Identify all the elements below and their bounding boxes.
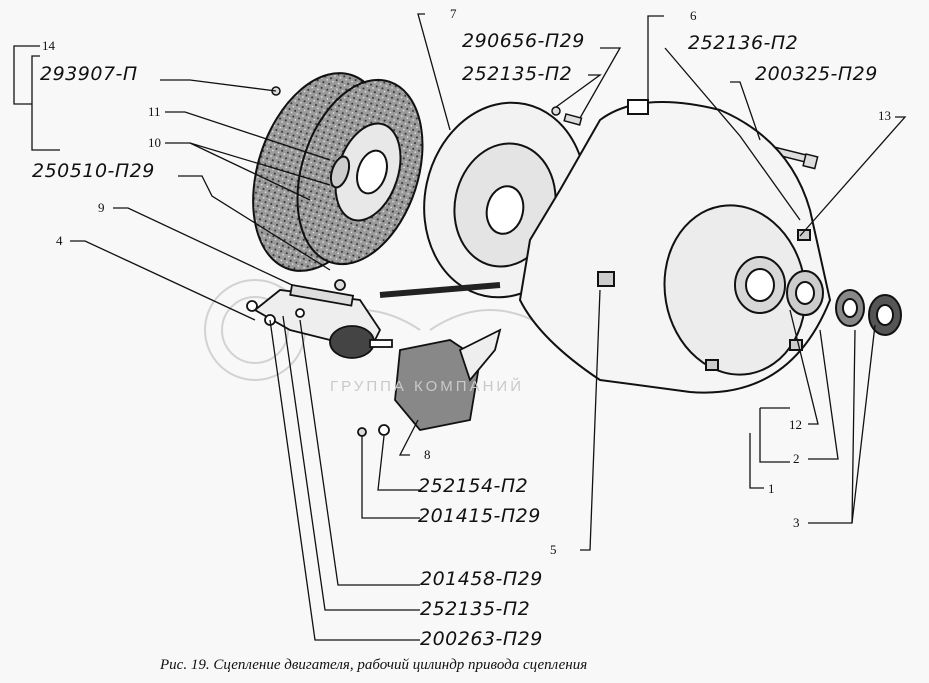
callout-7: 7	[450, 6, 457, 21]
clutch-housing	[518, 99, 832, 394]
callout-4: 4	[56, 233, 63, 248]
callout-9: 9	[98, 200, 105, 215]
callout-2: 2	[793, 451, 800, 466]
part-number-250510: 250510-П29	[32, 160, 155, 182]
callout-3: 3	[793, 515, 800, 530]
part-number-201458: 201458-П29	[420, 568, 543, 590]
part-number-252136: 252136-П2	[688, 32, 799, 54]
part-number-252154: 252154-П2	[418, 475, 529, 497]
part-number-252135-top: 252135-П2	[462, 63, 573, 85]
part-number-201415: 201415-П29	[418, 505, 541, 527]
part-number-290656: 290656-П29	[462, 30, 585, 52]
figure-caption: Рис. 19. Сцепление двигателя, рабочий ци…	[160, 657, 588, 673]
callout-14: 14	[42, 38, 55, 53]
part-number-252135-bottom: 252135-П2	[420, 598, 531, 620]
callout-5: 5	[550, 542, 557, 557]
callout-12: 12	[789, 417, 802, 432]
watermark-text: ГРУППА КОМПАНИЙ	[330, 378, 524, 395]
callout-8: 8	[424, 447, 431, 462]
part-number-200325: 200325-П29	[755, 63, 878, 85]
part-number-293907: 293907-П	[40, 63, 138, 85]
part-number-200263: 200263-П29	[420, 628, 543, 650]
callout-13: 13	[878, 108, 891, 123]
callout-11: 11	[148, 104, 161, 119]
leader-lines	[13, 13, 907, 641]
callout-1: 1	[768, 481, 775, 496]
release-bearing	[786, 270, 902, 336]
slave-cylinder	[246, 279, 502, 437]
clutch-disc	[252, 72, 424, 272]
callout-10: 10	[148, 135, 161, 150]
callout-6: 6	[690, 8, 697, 23]
